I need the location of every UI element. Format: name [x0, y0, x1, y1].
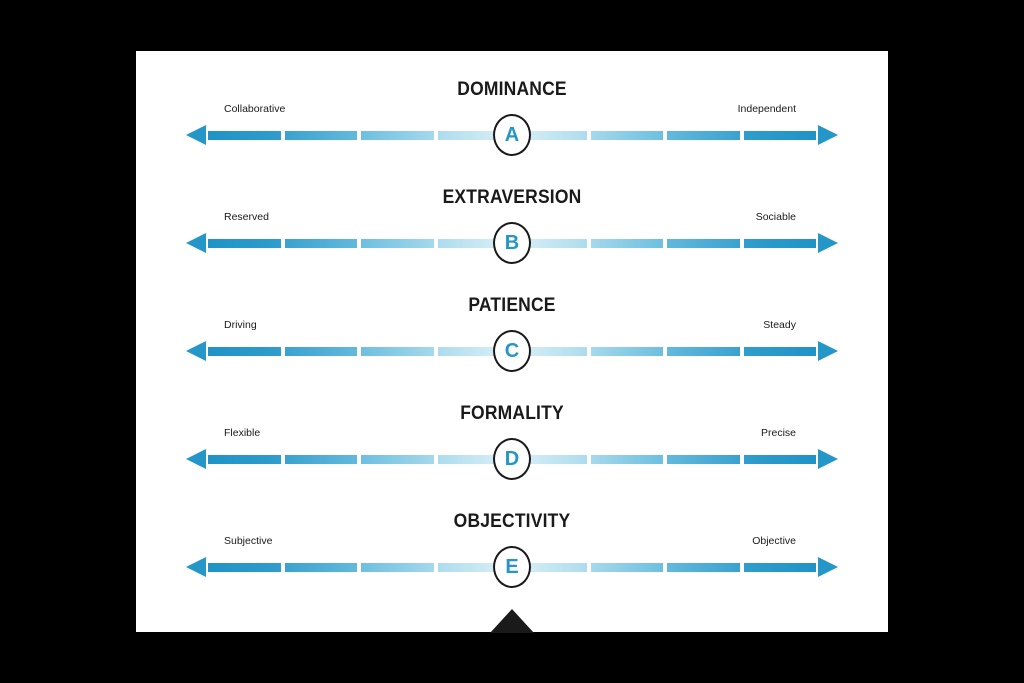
scale-segments [208, 131, 816, 140]
scale-track-group: Collaborative Independent [186, 99, 838, 156]
slide-card: DOMINANCE Collaborative Independent [136, 51, 888, 633]
scale-segment [208, 347, 281, 356]
scale-segment [208, 563, 281, 572]
scale-title: PATIENCE [468, 295, 556, 316]
arrow-right-icon [818, 125, 838, 145]
scale-segment [667, 131, 740, 140]
scale-segment [743, 455, 816, 464]
scale-marker[interactable]: B [493, 222, 531, 264]
scale-segment [667, 239, 740, 248]
scale-segment [590, 131, 663, 140]
scale-segment [284, 563, 357, 572]
scale-row: OBJECTIVITY Subjective Objective [136, 512, 888, 620]
scale-right-label: Sociable [755, 211, 796, 223]
scale-segments [208, 239, 816, 248]
scale-segment [667, 347, 740, 356]
scale-marker-letter: D [504, 448, 520, 470]
scale-segment [743, 131, 816, 140]
bottom-notch-triangle [490, 609, 534, 633]
scale-track [186, 233, 838, 253]
scale-segment [284, 347, 357, 356]
arrow-left-icon [186, 125, 206, 145]
scale-marker[interactable]: C [493, 330, 531, 372]
scale-segment [437, 347, 510, 356]
scale-row: DOMINANCE Collaborative Independent [136, 51, 888, 188]
scale-right-label: Steady [763, 319, 796, 331]
scale-title: DOMINANCE [457, 79, 567, 100]
scale-marker-letter: E [505, 556, 519, 578]
arrow-right-icon [818, 341, 838, 361]
scale-row: FORMALITY Flexible Precise [136, 404, 888, 512]
scale-segment [208, 239, 281, 248]
scale-right-label: Precise [760, 427, 796, 439]
scale-row: PATIENCE Driving Steady [136, 296, 888, 404]
scale-title: OBJECTIVITY [453, 511, 571, 532]
scale-segment [590, 239, 663, 248]
scale-left-label: Collaborative [224, 103, 286, 115]
scale-segment [361, 131, 434, 140]
scale-right-label: Objective [752, 535, 796, 547]
scale-track [186, 341, 838, 361]
scale-left-label: Subjective [224, 535, 273, 547]
arrow-right-icon [818, 449, 838, 469]
scale-marker[interactable]: A [493, 114, 531, 156]
scale-left-label: Driving [224, 319, 257, 331]
scale-segment [208, 455, 281, 464]
scale-marker-letter: C [504, 340, 520, 362]
scale-left-label: Flexible [224, 427, 261, 439]
scale-segments [208, 455, 816, 464]
scale-segment [284, 131, 357, 140]
arrow-left-icon [186, 233, 206, 253]
scale-track-group: Reserved Sociable [186, 207, 838, 264]
scale-segment [590, 563, 663, 572]
scale-segment [208, 131, 281, 140]
scale-segment [743, 239, 816, 248]
scale-track [186, 449, 838, 469]
scale-segment [437, 131, 510, 140]
scale-right-label: Independent [737, 103, 796, 115]
scale-segment [437, 455, 510, 464]
scale-track [186, 557, 838, 577]
arrow-left-icon [186, 449, 206, 469]
scale-segment [667, 455, 740, 464]
arrow-left-icon [186, 557, 206, 577]
scale-segment [590, 455, 663, 464]
scale-segment [743, 347, 816, 356]
arrow-right-icon [818, 233, 838, 253]
arrow-right-icon [818, 557, 838, 577]
scale-segment [514, 239, 587, 248]
scale-segment [437, 563, 510, 572]
scale-title: EXTRAVERSION [442, 187, 582, 208]
scale-title: FORMALITY [460, 403, 564, 424]
scale-marker-letter: B [504, 232, 520, 254]
scale-segment [437, 239, 510, 248]
scale-left-label: Reserved [224, 211, 269, 223]
scale-segment [361, 455, 434, 464]
scale-marker[interactable]: E [493, 546, 531, 588]
scale-segment [667, 563, 740, 572]
scale-segment [284, 239, 357, 248]
scale-segments [208, 563, 816, 572]
scale-marker[interactable]: D [493, 438, 531, 480]
scale-segment [361, 347, 434, 356]
scale-segment [514, 455, 587, 464]
scale-track [186, 125, 838, 145]
scale-row: EXTRAVERSION Reserved Sociable [136, 188, 888, 296]
scale-rows: DOMINANCE Collaborative Independent [136, 51, 888, 620]
scale-segment [514, 347, 587, 356]
arrow-left-icon [186, 341, 206, 361]
scale-segment [743, 563, 816, 572]
scale-segment [284, 455, 357, 464]
scale-segment [514, 563, 587, 572]
scale-segment [361, 239, 434, 248]
scale-segments [208, 347, 816, 356]
scale-track-group: Flexible Precise [186, 423, 838, 480]
scale-segment [590, 347, 663, 356]
scale-segment [514, 131, 587, 140]
scale-marker-letter: A [504, 124, 520, 146]
scale-track-group: Driving Steady [186, 315, 838, 372]
scale-segment [361, 563, 434, 572]
scale-track-group: Subjective Objective [186, 531, 838, 588]
